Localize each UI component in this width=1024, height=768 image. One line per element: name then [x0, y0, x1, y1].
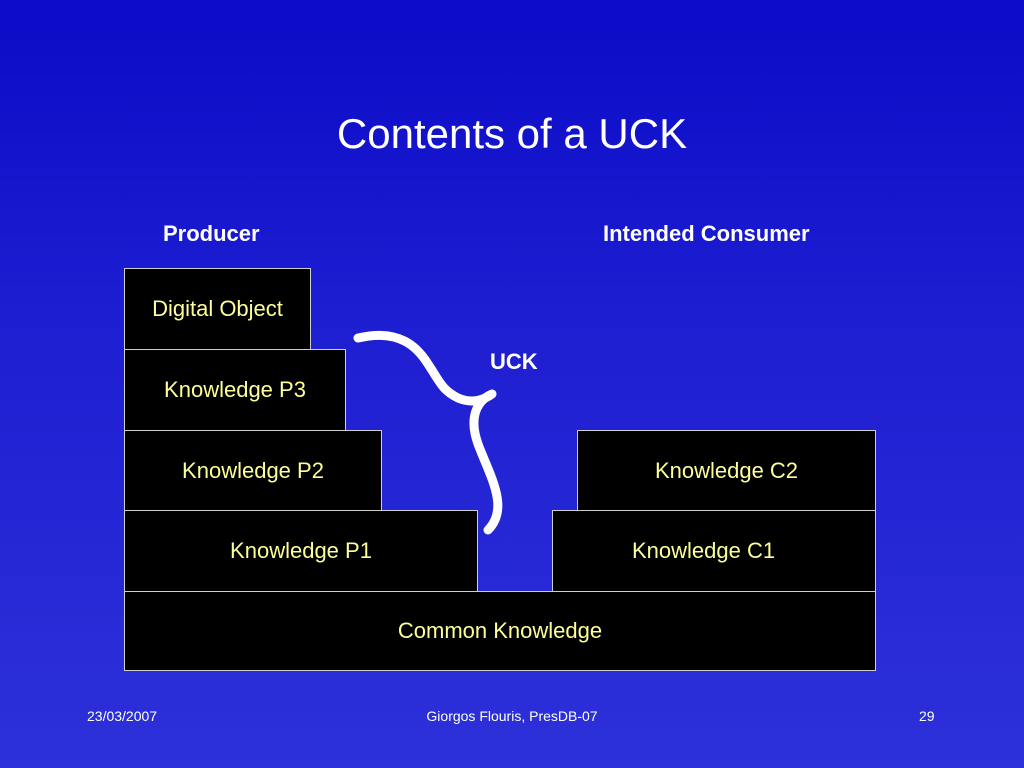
slide-title: Contents of a UCK [336, 110, 688, 157]
common-knowledge-label: Common Knowledge [397, 618, 603, 643]
knowledge-p1-label: Knowledge P1 [230, 538, 372, 563]
digital-object-label: Digital Object [152, 296, 283, 321]
uck-label: UCK [490, 349, 538, 374]
knowledge-c2-label: Knowledge C2 [654, 458, 799, 483]
knowledge-p2-box: Knowledge P2 [124, 430, 382, 512]
knowledge-p3-box: Knowledge P3 [124, 349, 346, 431]
knowledge-c1-label: Knowledge C1 [632, 538, 776, 563]
consumer-heading: Intended Consumer [603, 221, 810, 246]
knowledge-c1-box: Knowledge C1 [552, 510, 876, 592]
uck-brace-icon [353, 330, 503, 535]
footer-page-number: 29 [919, 708, 935, 724]
knowledge-p3-label: Knowledge P3 [164, 377, 306, 402]
footer-author: Giorgos Flouris, PresDB-07 [426, 708, 598, 724]
footer-date: 23/03/2007 [87, 708, 158, 724]
digital-object-box: Digital Object [124, 268, 311, 350]
knowledge-p2-label: Knowledge P2 [182, 458, 324, 483]
producer-heading: Producer [163, 221, 260, 246]
common-knowledge-box: Common Knowledge [124, 591, 876, 671]
knowledge-c2-box: Knowledge C2 [577, 430, 876, 512]
